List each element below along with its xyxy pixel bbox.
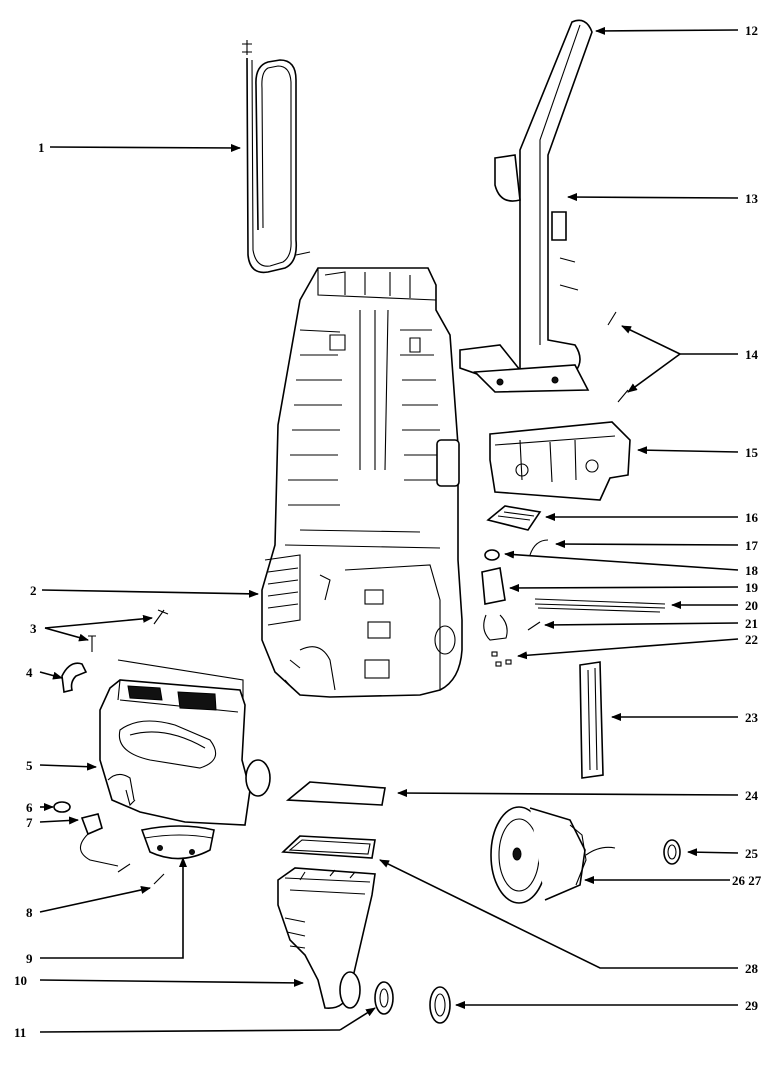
grommet-part-18 [484, 549, 500, 561]
callout-3: 3 [30, 621, 37, 636]
callout-16: 16 [745, 510, 759, 525]
callout-11: 11 [14, 1025, 26, 1040]
callout-4: 4 [26, 665, 33, 680]
callout-23: 23 [745, 710, 759, 725]
leader-lines [39, 26, 739, 1033]
callout-5: 5 [26, 758, 33, 773]
callout-28: 28 [745, 961, 759, 976]
callout-13: 13 [745, 191, 759, 206]
clip-part-6 [53, 801, 71, 813]
callout-19: 19 [745, 580, 759, 595]
filter-frame-part-28 [281, 835, 376, 859]
callout-9: 9 [26, 951, 33, 966]
callout-29: 29 [745, 998, 759, 1013]
ring-part-11 [374, 981, 394, 1015]
pins-part-14 [607, 311, 629, 403]
callout-20: 20 [745, 598, 758, 613]
callout-12: 12 [745, 23, 758, 38]
callout-17: 17 [745, 538, 759, 553]
plate-part-16 [486, 505, 542, 531]
callout-18: 18 [745, 563, 759, 578]
clip-part [61, 662, 88, 693]
wire-part-17 [529, 539, 549, 556]
rods-part-20 [534, 598, 666, 613]
callout-labels: 1 2 3 4 5 6 7 8 9 10 11 12 13 14 15 16 1… [14, 23, 762, 1040]
filter-pad-part-24 [285, 781, 386, 806]
front-cover-part [99, 659, 271, 826]
switch-part-7 [79, 813, 119, 867]
callout-1: 1 [38, 140, 45, 155]
screws-part-3 [88, 609, 169, 652]
callout-24: 24 [745, 788, 759, 803]
callout-8: 8 [26, 905, 33, 920]
small-parts-22 [491, 651, 512, 667]
ring-part-25 [663, 839, 681, 865]
callout-10: 10 [14, 973, 27, 988]
callout-2: 2 [30, 583, 37, 598]
handle-tube-part [459, 19, 593, 393]
screw-part-21 [527, 621, 541, 631]
callout-25: 25 [745, 846, 759, 861]
switch-box-part-19 [481, 567, 508, 641]
screws-part-8 [117, 863, 165, 885]
filter-housing-part [277, 867, 376, 1009]
callout-7: 7 [26, 815, 33, 830]
main-housing-part [261, 267, 463, 698]
callout-21: 21 [745, 616, 758, 631]
bracket-part-9 [140, 825, 215, 860]
callout-15: 15 [745, 445, 759, 460]
callout-6: 6 [26, 800, 33, 815]
callout-14: 14 [745, 347, 759, 362]
power-cord-part [242, 40, 311, 274]
callout-26-27: 26 27 [732, 873, 762, 888]
pivot-housing-part [489, 421, 631, 501]
callout-22: 22 [745, 632, 758, 647]
ring-part-29 [429, 986, 451, 1024]
motor-part-26-27 [490, 806, 616, 904]
filter-strip-part-23 [579, 661, 604, 779]
